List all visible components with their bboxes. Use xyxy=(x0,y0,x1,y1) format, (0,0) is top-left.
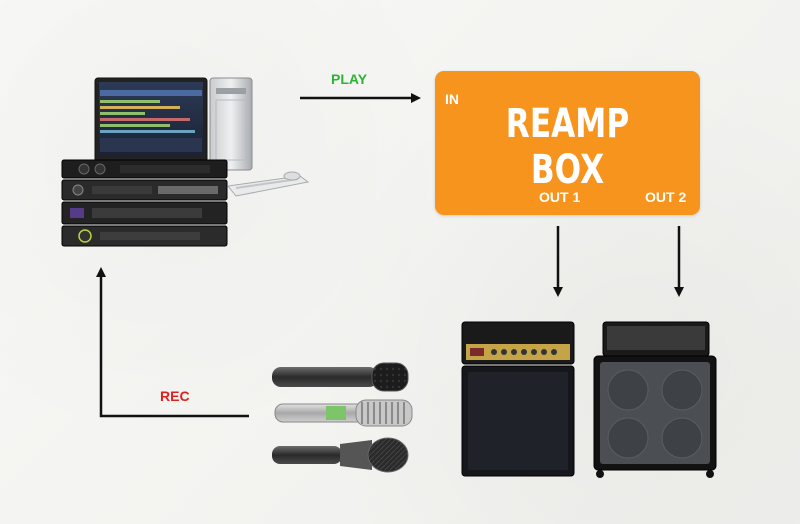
guitar-amp-cabinet-icon xyxy=(593,321,717,478)
input-port-label: IN xyxy=(445,91,459,107)
play-label: PLAY xyxy=(331,71,368,87)
rec-label: REC xyxy=(160,388,190,404)
output-2-label: OUT 2 xyxy=(645,189,687,205)
microphone-set-icon xyxy=(272,362,413,473)
daw-workstation-icon xyxy=(61,77,310,247)
rec-arrow xyxy=(96,267,249,418)
guitar-amp-stack-icon xyxy=(461,321,575,477)
reamp-box-title: REAMP BOX xyxy=(505,101,630,193)
output-1-label: OUT 1 xyxy=(539,189,581,205)
reamp-box: REAMP BOX IN OUT 1 OUT 2 xyxy=(435,71,700,215)
